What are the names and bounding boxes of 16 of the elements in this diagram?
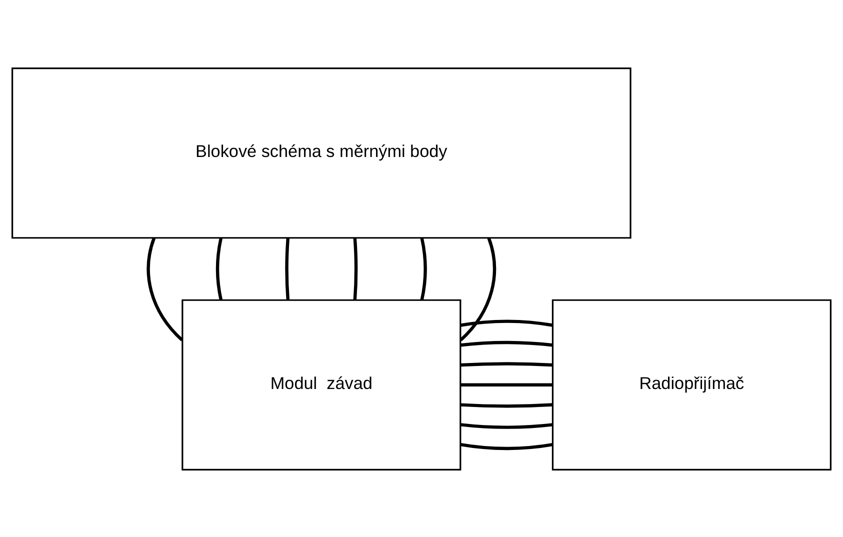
- node-box: Modul závad: [182, 298, 462, 470]
- connector: [460, 319, 553, 326]
- connector: [285, 237, 290, 300]
- connector: [146, 237, 184, 341]
- connector: [216, 237, 223, 300]
- connector: [460, 442, 553, 450]
- connector: [460, 402, 553, 408]
- node-box: Blokové schéma s měrnými body: [12, 67, 632, 238]
- connector: [460, 382, 553, 386]
- connector: [460, 422, 553, 428]
- connector: [420, 237, 427, 300]
- connector: [353, 237, 358, 300]
- connector: [460, 340, 553, 346]
- connector: [460, 362, 553, 366]
- node-box: Radiopřijímač: [552, 298, 832, 470]
- connector: [460, 237, 496, 341]
